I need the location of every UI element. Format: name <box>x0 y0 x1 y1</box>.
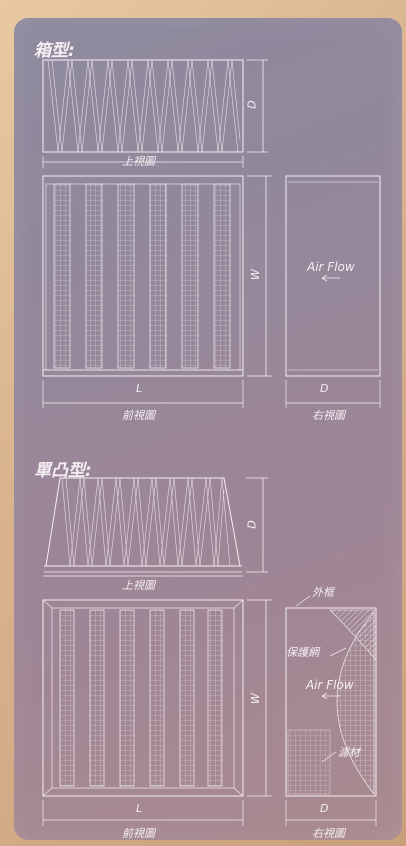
convex-front-view <box>42 599 244 797</box>
callout-frame-label: 外框 <box>312 586 334 599</box>
convex-front-pockets <box>59 609 223 787</box>
box-front-pockets <box>53 183 231 369</box>
box-top-zigzag <box>47 59 241 153</box>
box-top-view-label: 上視圖 <box>122 155 155 168</box>
box-type-title: 箱型: <box>34 41 75 61</box>
convex-front-view-label: 前視圖 <box>122 827 155 840</box>
convex-top-zigzag <box>61 477 231 567</box>
single-convex-title: 單凸型: <box>34 461 92 481</box>
box-right-depth-label: D <box>320 382 329 395</box>
callout-mesh-label: 保護網 <box>286 646 319 659</box>
box-front-view-label: 前視圖 <box>122 409 155 422</box>
box-top-view <box>42 59 244 153</box>
box-right-view-label: 右視圖 <box>312 409 345 422</box>
convex-airflow-label: Air Flow <box>306 678 354 692</box>
box-length-label: L <box>136 382 143 395</box>
convex-top-view-label: 上視圖 <box>122 579 155 592</box>
convex-right-view-label: 右視圖 <box>312 827 345 840</box>
box-right-view <box>285 175 381 377</box>
box-airflow-label: Air Flow <box>307 260 355 274</box>
callout-media-label: 濾材 <box>338 746 360 759</box>
box-depth-label: D <box>245 100 259 109</box>
box-front-view <box>42 175 244 377</box>
convex-length-label: L <box>136 802 143 815</box>
convex-depth-label: D <box>245 520 259 529</box>
convex-width-label: W <box>248 693 262 704</box>
convex-right-depth-label: D <box>320 802 329 815</box>
box-width-label: W <box>248 269 262 280</box>
convex-right-view <box>285 607 377 797</box>
convex-frame-hatch <box>329 609 377 661</box>
